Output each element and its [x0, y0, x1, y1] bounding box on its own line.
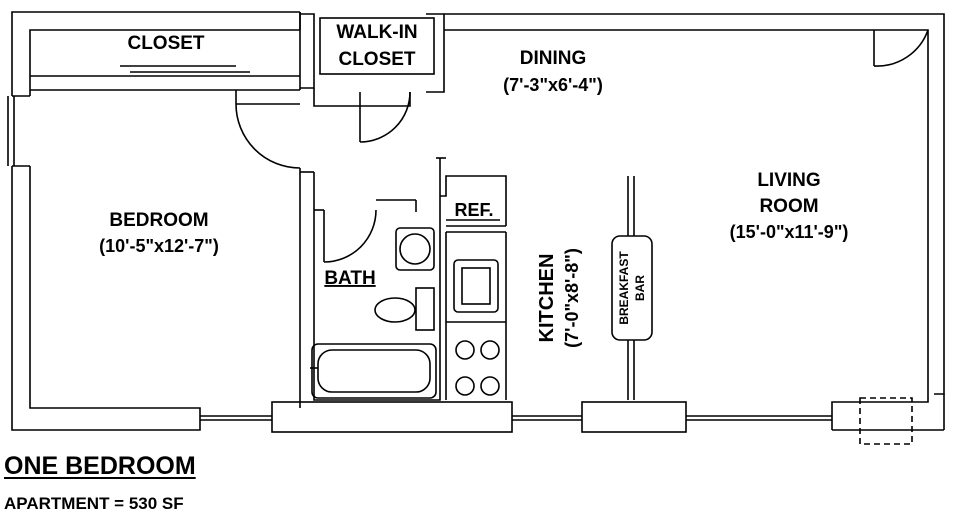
kitchen-label: KITCHEN — [536, 254, 558, 343]
living-room-label-line2: ROOM — [759, 196, 818, 217]
ref-label: REF. — [454, 200, 493, 220]
plan-subtitle: APARTMENT = 530 SF — [4, 494, 184, 513]
kitchen-dimensions: (7'-0"x8'-8") — [562, 248, 582, 348]
walkin-closet-label-line2: CLOSET — [338, 49, 415, 70]
living-room-label-line1: LIVING — [757, 170, 820, 191]
walkin-closet-label-line1: WALK-IN — [336, 22, 417, 43]
bath-label: BATH — [324, 268, 375, 289]
plan-title: ONE BEDROOM — [4, 452, 196, 480]
bedroom-dimensions: (10'-5"x12'-7") — [99, 236, 219, 256]
dining-label: DINING — [520, 48, 587, 69]
breakfast-bar-label-line1: BREAKFAST — [617, 251, 631, 325]
closet-label: CLOSET — [127, 33, 204, 54]
dining-dimensions: (7'-3"x6'-4") — [503, 75, 603, 95]
living-room-dimensions: (15'-0"x11'-9") — [730, 222, 849, 242]
walls — [7, 11, 945, 445]
bedroom-label: BEDROOM — [109, 210, 208, 231]
floor-plan: CLOSET WALK-IN CLOSET DINING (7'-3"x6'-4… — [7, 11, 945, 445]
breakfast-bar-label-line2: BAR — [633, 275, 647, 301]
